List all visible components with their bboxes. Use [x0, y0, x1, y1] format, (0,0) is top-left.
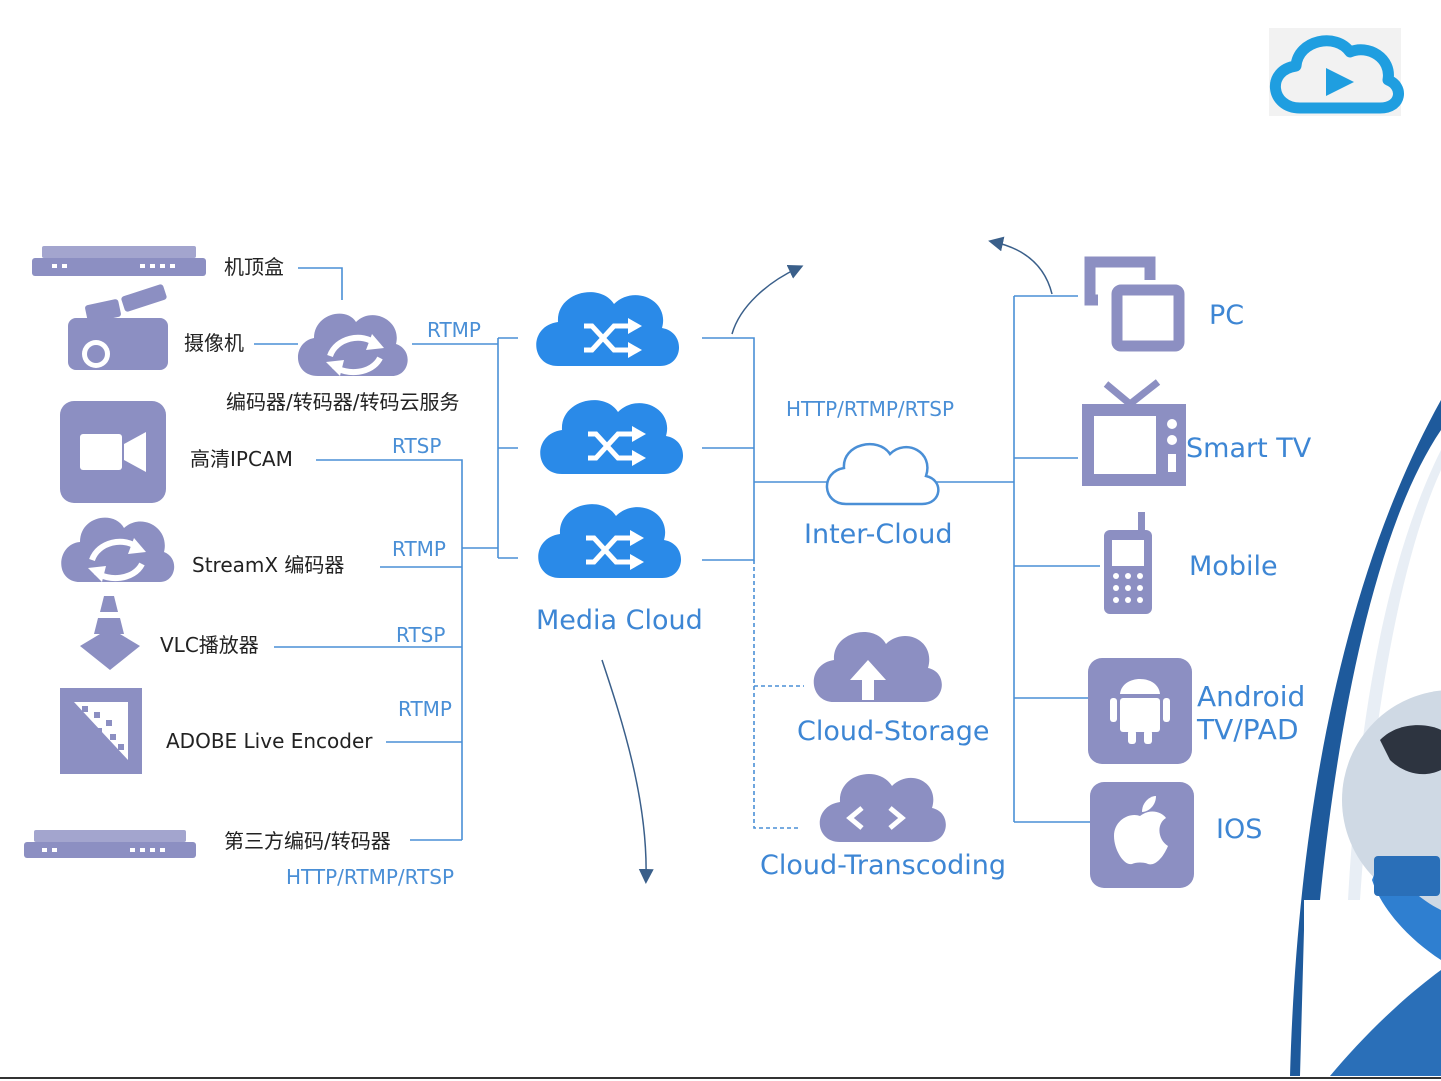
label-media-cloud: Media Cloud — [536, 607, 703, 634]
protocol-rtmp-adobe: RTMP — [398, 699, 452, 719]
cloud-transcoding-icon — [820, 774, 946, 842]
protocol-rtmp-streamx: RTMP — [392, 539, 446, 559]
label-adobe: ADOBE Live Encoder — [166, 731, 373, 751]
label-inter-cloud: Inter-Cloud — [804, 521, 953, 548]
smart-tv-icon — [1082, 382, 1186, 486]
storage-dashed-lines — [754, 560, 804, 828]
inter-cloud-icon — [827, 444, 938, 504]
label-encoder-cloud: 编码器/转码器/转码云服务 — [226, 392, 459, 412]
label-vlc: VLC播放器 — [160, 635, 259, 655]
label-mobile: Mobile — [1189, 553, 1278, 580]
set-top-box-icon — [32, 246, 206, 276]
vlc-cone-icon — [80, 596, 140, 670]
globe-decoration — [1290, 400, 1441, 1076]
label-ipcam: 高清IPCAM — [190, 449, 293, 469]
bottom-divider — [0, 1077, 1441, 1079]
ipcam-icon — [60, 401, 166, 503]
adobe-encoder-icon — [60, 688, 142, 774]
apple-ios-icon — [1090, 782, 1194, 888]
encoder-cloud-icon — [298, 314, 408, 376]
protocol-rtsp-vlc: RTSP — [396, 625, 445, 645]
label-smart-tv: Smart TV — [1186, 435, 1311, 462]
cloud-play-icon — [1269, 28, 1401, 116]
label-third-party: 第三方编码/转码器 — [224, 831, 391, 851]
label-cloud-transcoding: Cloud-Transcoding — [760, 852, 1006, 879]
video-camera-icon — [68, 284, 168, 370]
label-camera: 摄像机 — [184, 333, 244, 353]
media-cloud-icon — [536, 292, 679, 366]
third-party-encoder-icon — [24, 830, 196, 858]
android-icon — [1088, 658, 1192, 764]
label-set-top-box: 机顶盒 — [224, 257, 284, 277]
protocol-output: HTTP/RTMP/RTSP — [786, 399, 954, 419]
label-streamx: StreamX 编码器 — [192, 555, 344, 575]
label-ios: IOS — [1216, 816, 1262, 843]
label-cloud-storage: Cloud-Storage — [797, 718, 990, 745]
protocol-third-party: HTTP/RTMP/RTSP — [286, 867, 454, 887]
media-cloud-icon — [538, 504, 681, 578]
media-cloud-icon — [540, 400, 683, 474]
protocol-rtsp-ipcam: RTSP — [392, 436, 441, 456]
cloud-storage-icon — [814, 632, 942, 702]
label-android: Android TV/PAD — [1197, 680, 1305, 746]
mobile-phone-icon — [1104, 512, 1152, 614]
streamx-cloud-icon — [61, 518, 174, 582]
protocol-rtmp-top: RTMP — [427, 320, 481, 340]
pc-screens-icon — [1090, 262, 1179, 346]
label-pc: PC — [1209, 302, 1244, 329]
